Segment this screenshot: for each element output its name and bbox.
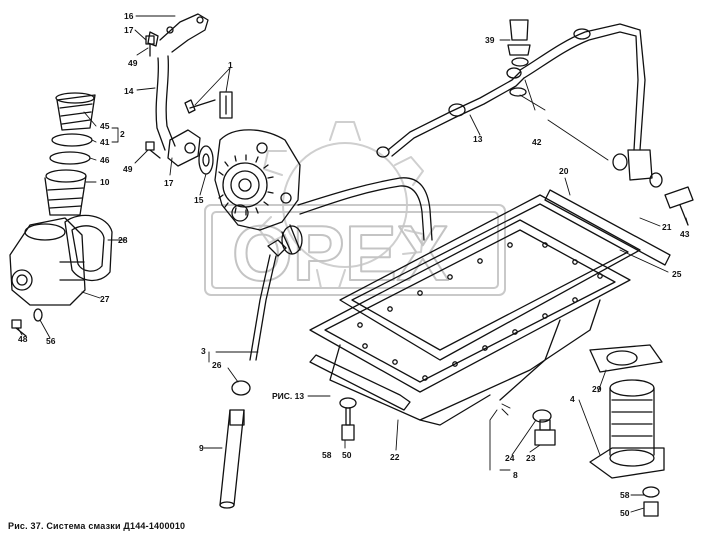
label-16: 16 [124, 11, 134, 21]
label-29: 29 [592, 384, 602, 394]
oil-pan-8 [329, 299, 601, 426]
washer-56 [33, 308, 43, 322]
gasket-22 [309, 354, 411, 411]
label-49-left: 49 [123, 164, 133, 174]
ring-46 [49, 151, 91, 165]
bolt-50b [642, 486, 660, 517]
label-17-left: 17 [164, 178, 174, 188]
pipe-14 [147, 13, 209, 151]
label-24: 24 [505, 453, 515, 463]
label-42: 42 [532, 137, 542, 147]
label-25: 25 [672, 269, 682, 279]
bolt-58 [341, 407, 355, 441]
oil-line-13 [376, 23, 646, 158]
label-10: 10 [100, 177, 110, 187]
label-9: 9 [199, 443, 204, 453]
gasket-41 [51, 133, 93, 147]
oil-pan-gasket-21 [339, 194, 641, 361]
gasket-29 [589, 344, 663, 373]
oil-filter-4 [589, 379, 665, 479]
washer-50a [339, 397, 357, 409]
flange-17 [167, 129, 201, 167]
label-26: 26 [212, 360, 222, 370]
label-49-top: 49 [128, 58, 138, 68]
dipstick-tube-9 [219, 409, 245, 509]
label-14: 14 [124, 86, 134, 96]
oil-pickup-pipe [297, 177, 433, 241]
label-13: 13 [473, 134, 483, 144]
gasket-15 [198, 145, 214, 175]
label-58-left: 58 [322, 450, 332, 460]
bolt-49-left [145, 141, 161, 159]
label-43: 43 [680, 229, 690, 239]
bolt-43 [664, 186, 694, 226]
label-27: 27 [100, 294, 110, 304]
gasket-28 [64, 214, 113, 282]
label-8: 8 [513, 470, 518, 480]
label-56: 56 [46, 336, 56, 346]
breather-housing-27 [9, 217, 86, 306]
label-58-right: 58 [620, 490, 630, 500]
figure-caption: Рис. 37. Система смазки Д144-1400010 [8, 521, 186, 531]
filler-cap-45 [55, 92, 96, 131]
oil-pan-gasket-25 [544, 189, 671, 266]
leader-lines [17, 15, 689, 513]
label-1: 1 [228, 60, 233, 70]
bolt-48 [11, 319, 27, 337]
watermark-text: OPEX [232, 209, 449, 297]
label-3: 3 [201, 346, 206, 356]
bolt-49-top [145, 35, 155, 57]
washer-42a [511, 57, 529, 67]
label-23: 23 [526, 453, 536, 463]
label-39: 39 [485, 35, 495, 45]
label-15: 15 [194, 195, 204, 205]
banjo-union [612, 149, 663, 188]
flange-bolt-holes [357, 242, 603, 381]
bolt-1 [184, 99, 216, 114]
label-46: 46 [100, 155, 110, 165]
washer-42b [509, 87, 527, 97]
label-17-top: 17 [124, 25, 134, 35]
label-ris-13: РИС. 13 [272, 391, 305, 401]
label-20: 20 [559, 166, 569, 176]
label-28: 28 [118, 235, 128, 245]
label-22: 22 [390, 452, 400, 462]
label-41: 41 [100, 137, 110, 147]
label-50-left: 50 [342, 450, 352, 460]
oil-pan-flange [309, 219, 631, 393]
label-45: 45 [100, 121, 110, 131]
watermark-text-outline [204, 204, 506, 296]
label-4: 4 [570, 394, 575, 404]
dipstick [249, 224, 303, 361]
label-48: 48 [18, 334, 28, 344]
label-2: 2 [120, 129, 125, 139]
washer-24 [532, 409, 552, 423]
oil-pump-1 [214, 91, 301, 231]
washer-26 [231, 380, 251, 396]
label-50-right: 50 [620, 508, 630, 518]
filler-neck-10 [44, 169, 87, 216]
drain-plug-23 [534, 419, 556, 446]
union-39 [507, 19, 531, 56]
label-21: 21 [662, 222, 672, 232]
